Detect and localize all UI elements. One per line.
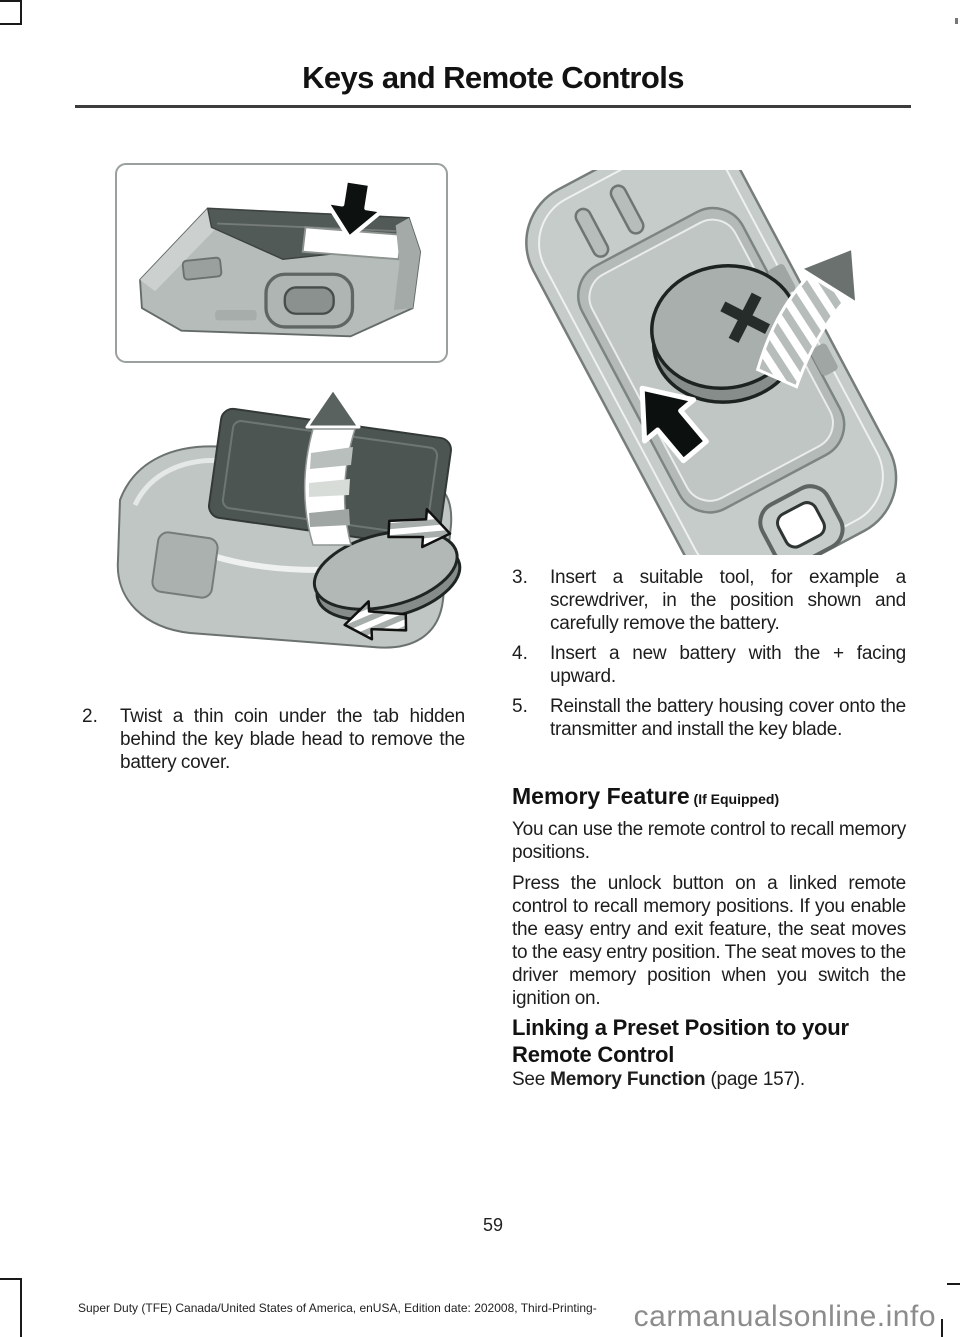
key-fob-open-illustration [116, 387, 462, 649]
fob-bottom-tab [215, 310, 257, 321]
step-text: Insert a new battery with the + facing u… [550, 643, 906, 687]
step-5: 5. Reinstall the battery housing cover o… [512, 695, 906, 741]
heading-qualifier: (If Equipped) [689, 791, 780, 807]
fob-right-end [393, 217, 421, 310]
crop-mark-top-left [0, 0, 22, 25]
see-reference-line: See Memory Function (page 157). [512, 1068, 906, 1091]
see-suffix: (page 157). [705, 1069, 805, 1090]
page-number: 59 [482, 1215, 504, 1235]
key-fob-bottom-illustration [139, 178, 422, 338]
groove-right [609, 184, 645, 235]
coin-battery [312, 529, 462, 622]
see-reference-bold: Memory Function [550, 1069, 706, 1090]
step-number: 4. [512, 643, 528, 664]
footer-edition-line: Super Duty (TFE) Canada/United States of… [78, 1301, 597, 1315]
linking-heading: Linking a Preset Position to your Remote… [512, 1015, 849, 1067]
step-4: 4. Insert a new battery with the + facin… [512, 642, 906, 688]
fob-left-slot [181, 256, 223, 281]
crop-mark-bottom-right [941, 1319, 943, 1337]
fob-left-face [140, 208, 218, 292]
memory-feature-para-2: Press the unlock button on a linked remo… [512, 873, 906, 1009]
side-latch [151, 531, 219, 599]
figure-battery-compartment: + [515, 170, 910, 555]
page-title: Keys and Remote Controls [302, 60, 684, 95]
pry-up-arrow-icon [639, 385, 709, 464]
title-rule [75, 105, 911, 108]
twist-left-arrow-icon [343, 600, 408, 641]
slide-right-arrow-icon [387, 507, 452, 549]
key-ring-hole [776, 501, 826, 549]
lift-ribbon-arrow-icon [304, 387, 361, 546]
key-fob-battery-illustration: + [525, 170, 898, 555]
groove-left [574, 207, 610, 258]
memory-feature-para-1: You can use the remote control to recall… [512, 819, 906, 863]
fob-slot-opening [301, 226, 403, 261]
memory-feature-heading: Memory Feature (If Equipped) [512, 781, 906, 814]
step-text: Insert a suitable tool, for example a sc… [550, 567, 906, 634]
figure-battery-cover-tab [115, 163, 448, 363]
step-3: 3. Insert a suitable tool, for example a… [512, 566, 906, 635]
step-list-left: 2. Twist a thin coin under the tab hidde… [82, 705, 465, 781]
step-number: 5. [512, 696, 528, 717]
step-number: 3. [512, 567, 528, 588]
body-highlight [132, 457, 228, 507]
step-2: 2. Twist a thin coin under the tab hidde… [82, 705, 465, 774]
down-arrow-icon [324, 178, 385, 240]
edge-latch-1 [768, 264, 796, 297]
see-prefix: See [512, 1069, 551, 1090]
crop-mark-bottom-left [0, 1278, 22, 1337]
step-number: 2. [82, 706, 98, 727]
fob-loop-hole [283, 286, 335, 315]
step-text: Twist a thin coin under the tab hidden b… [120, 706, 465, 773]
crop-tick-bottom-right [947, 1283, 960, 1285]
remove-ribbon-arrow-icon [755, 245, 860, 389]
crop-dot-top-right [955, 18, 958, 24]
figure-battery-removal [95, 385, 465, 670]
step-text: Reinstall the battery housing cover onto… [550, 696, 906, 740]
step-list-right: 3. Insert a suitable tool, for example a… [512, 566, 906, 748]
heading-text: Memory Feature [512, 783, 690, 809]
edge-latch-2 [810, 343, 838, 376]
watermark: carmanualsonline.info [633, 1300, 936, 1333]
